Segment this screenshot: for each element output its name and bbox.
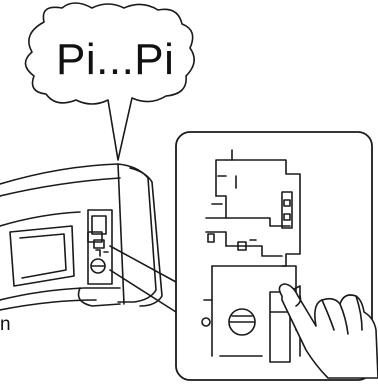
speech-bubble-text: Pi...Pi — [56, 30, 186, 90]
side-label: n — [0, 314, 11, 336]
